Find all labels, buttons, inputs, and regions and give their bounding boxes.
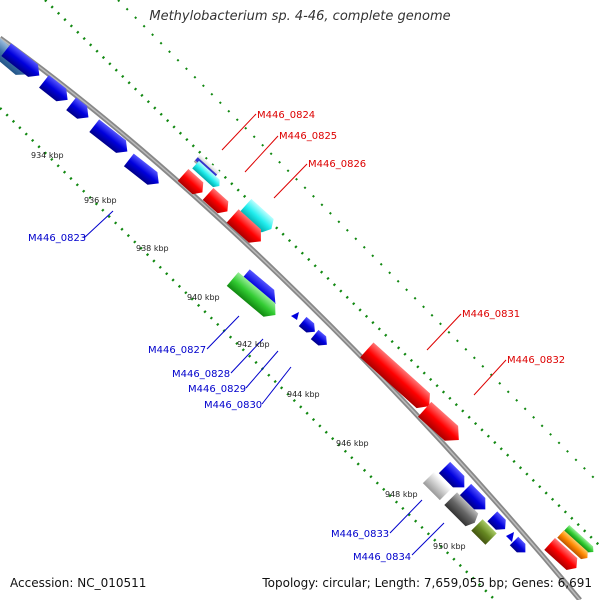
gene-feature[interactable] — [66, 97, 93, 124]
gene-label[interactable]: M446_0830 — [204, 400, 262, 411]
gene-feature[interactable] — [226, 272, 281, 322]
reverse-gene-labels: M446_0823 M446_0827 M446_0828 M446_0829 … — [28, 233, 411, 563]
gene-feature[interactable] — [39, 75, 72, 106]
gene-feature[interactable] — [544, 538, 581, 574]
outer-dotted-guide — [44, 0, 600, 547]
gene-label[interactable]: M446_0828 — [172, 369, 230, 380]
gene-feature[interactable] — [310, 329, 331, 349]
gene-feature[interactable] — [422, 471, 452, 501]
gene-label[interactable]: M446_0831 — [462, 309, 520, 320]
gene-feature[interactable] — [506, 532, 514, 542]
gene-feature[interactable] — [444, 492, 481, 529]
gene-feature[interactable] — [360, 342, 436, 413]
gene-feature[interactable] — [226, 209, 267, 248]
tick-label: 950 kbp — [433, 542, 466, 551]
gene-feature[interactable] — [1, 43, 44, 81]
gene-feature[interactable] — [487, 511, 510, 534]
gene-feature[interactable] — [438, 461, 470, 493]
gene-feature[interactable] — [89, 119, 132, 157]
tick-label: 944 kbp — [287, 390, 320, 399]
tick-label: 946 kbp — [336, 439, 369, 448]
mid-dotted-guide — [117, 0, 600, 485]
gene-feature[interactable] — [459, 483, 491, 515]
gene-feature[interactable] — [417, 401, 466, 448]
tick-label: 948 kbp — [385, 490, 418, 499]
gene-label[interactable]: M446_0825 — [279, 131, 337, 142]
gene-label[interactable]: M446_0824 — [257, 110, 315, 121]
gene-label[interactable]: M446_0833 — [331, 529, 389, 540]
gene-feature[interactable] — [298, 316, 319, 336]
gene-feature[interactable] — [557, 530, 590, 562]
label-leader-lines — [83, 113, 507, 556]
gene-label[interactable]: M446_0823 — [28, 233, 86, 244]
gene-feature[interactable] — [239, 198, 277, 236]
gene-feature[interactable] — [192, 160, 222, 190]
map-title: Methylobacterium sp. 4-46, complete geno… — [149, 9, 451, 24]
tick-label: 940 kbp — [187, 293, 220, 302]
reverse-strand-genes — [0, 33, 530, 557]
gene-label[interactable]: M446_0827 — [148, 345, 206, 356]
forward-gene-labels: M446_0824 M446_0825 M446_0826 M446_0831 … — [257, 110, 565, 366]
gene-feature[interactable] — [471, 519, 497, 545]
gene-feature[interactable] — [123, 153, 164, 190]
tick-label: 936 kbp — [84, 196, 117, 205]
gene-label[interactable]: M446_0829 — [188, 384, 246, 395]
gene-label[interactable]: M446_0834 — [353, 552, 411, 563]
genome-summary-text: Topology: circular; Length: 7,659,055 bp… — [262, 576, 592, 590]
tick-label: 942 kbp — [237, 340, 270, 349]
accession-text: Accession: NC_010511 — [10, 576, 147, 590]
gene-feature[interactable] — [177, 169, 208, 198]
gene-feature[interactable] — [563, 524, 596, 555]
kbp-tick-labels: 934 kbp 936 kbp 938 kbp 940 kbp 942 kbp … — [31, 151, 466, 551]
gene-label[interactable]: M446_0832 — [507, 355, 565, 366]
forward-strand-genes — [177, 154, 596, 574]
tick-label: 938 kbp — [136, 244, 169, 253]
tick-label: 934 kbp — [31, 151, 64, 160]
gene-feature[interactable] — [202, 188, 233, 217]
gene-label[interactable]: M446_0826 — [308, 159, 366, 170]
gene-feature[interactable] — [509, 536, 530, 557]
gene-feature[interactable] — [291, 312, 299, 320]
inner-dotted-guide — [0, 107, 496, 600]
